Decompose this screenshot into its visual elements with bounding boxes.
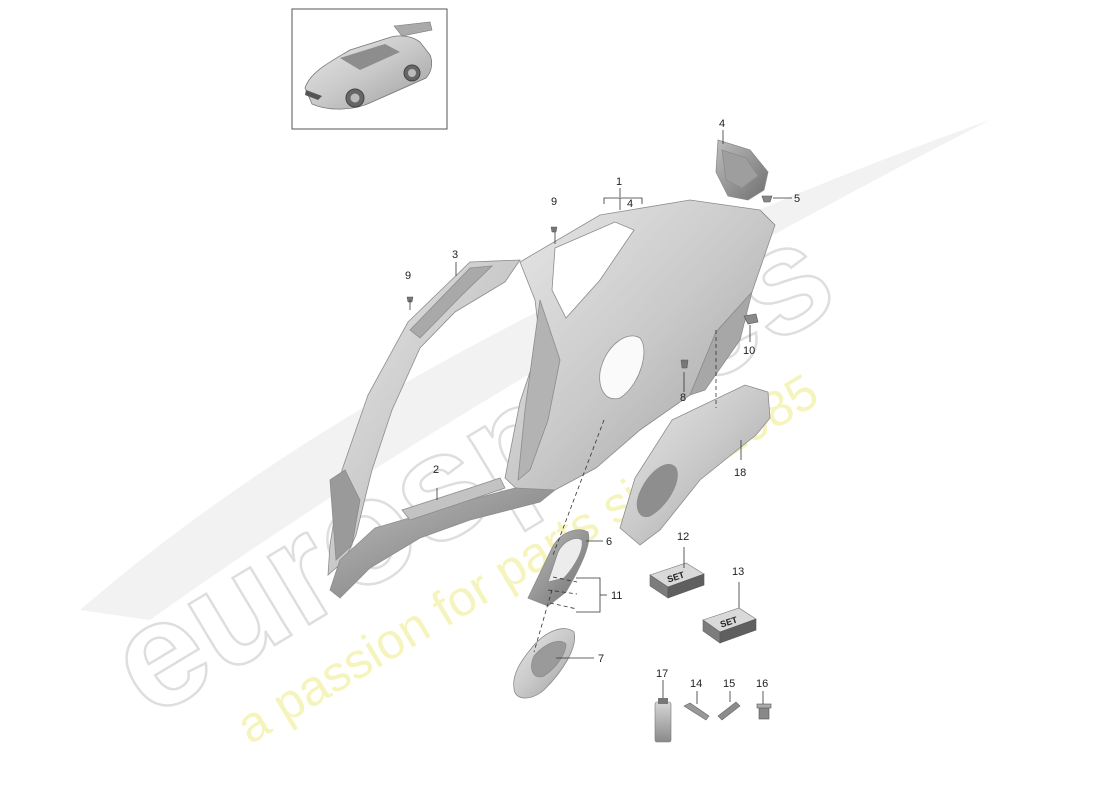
- plug-icon: [756, 703, 772, 720]
- callout-14: 14: [690, 678, 702, 690]
- screw-icon: [717, 701, 741, 721]
- air-intake: [527, 529, 590, 607]
- clip-10: [743, 313, 759, 325]
- clip-5: [761, 195, 773, 203]
- callout-16: 16: [756, 678, 768, 690]
- glue-tube-icon: [654, 698, 672, 743]
- wheel-arch: [619, 384, 771, 546]
- plug-16: [756, 703, 772, 720]
- kit-box-12: SET: [649, 562, 705, 599]
- glue-tube-17: [654, 698, 672, 743]
- callout-13: 13: [732, 566, 744, 578]
- callout-15: 15: [723, 678, 735, 690]
- callout-11: 11: [611, 590, 622, 602]
- callout-18: 18: [734, 467, 746, 479]
- intake-cover: [513, 628, 576, 699]
- sill: [329, 477, 557, 599]
- tail-light-housing: [715, 139, 769, 201]
- body-side-frame: [327, 259, 521, 576]
- rivet-14: [683, 702, 710, 721]
- kit-box-13: SET: [702, 607, 757, 644]
- bolt-icon: [680, 359, 689, 369]
- callout-3: 3: [452, 249, 458, 261]
- bolt-9-mid: [550, 226, 558, 233]
- bolt-icon: [406, 296, 414, 303]
- car-thumbnail: [291, 8, 448, 130]
- callout-4-bracket: 4: [627, 198, 633, 210]
- clip-icon: [761, 195, 773, 203]
- callout-7: 7: [598, 653, 604, 665]
- callout-6: 6: [606, 536, 612, 548]
- car-thumbnail-icon: [304, 21, 433, 110]
- callout-2: 2: [433, 464, 439, 476]
- kit-box-icon: [702, 607, 757, 644]
- side-panel: [504, 199, 776, 493]
- clip-icon: [743, 313, 759, 325]
- callout-10: 10: [743, 345, 755, 357]
- callout-9-mid: 9: [551, 196, 557, 208]
- callout-4: 4: [719, 118, 725, 130]
- callout-5: 5: [794, 193, 800, 205]
- callout-8: 8: [680, 392, 686, 404]
- bolt-9-left: [406, 296, 414, 303]
- bolt-icon: [550, 226, 558, 233]
- bolt-8: [680, 359, 689, 369]
- rivet-icon: [683, 702, 710, 721]
- callout-12: 12: [677, 531, 689, 543]
- screw-15: [717, 701, 741, 721]
- kit-box-icon: [649, 562, 705, 599]
- callout-1: 1: [616, 176, 622, 188]
- callout-17: 17: [656, 668, 668, 680]
- callout-labels: 1 4 2 3 4 5 6 7 8 9 9 10 11 12 13 14 15 …: [405, 118, 800, 690]
- leader-lines: [409, 130, 792, 704]
- callout-9-left: 9: [405, 270, 411, 282]
